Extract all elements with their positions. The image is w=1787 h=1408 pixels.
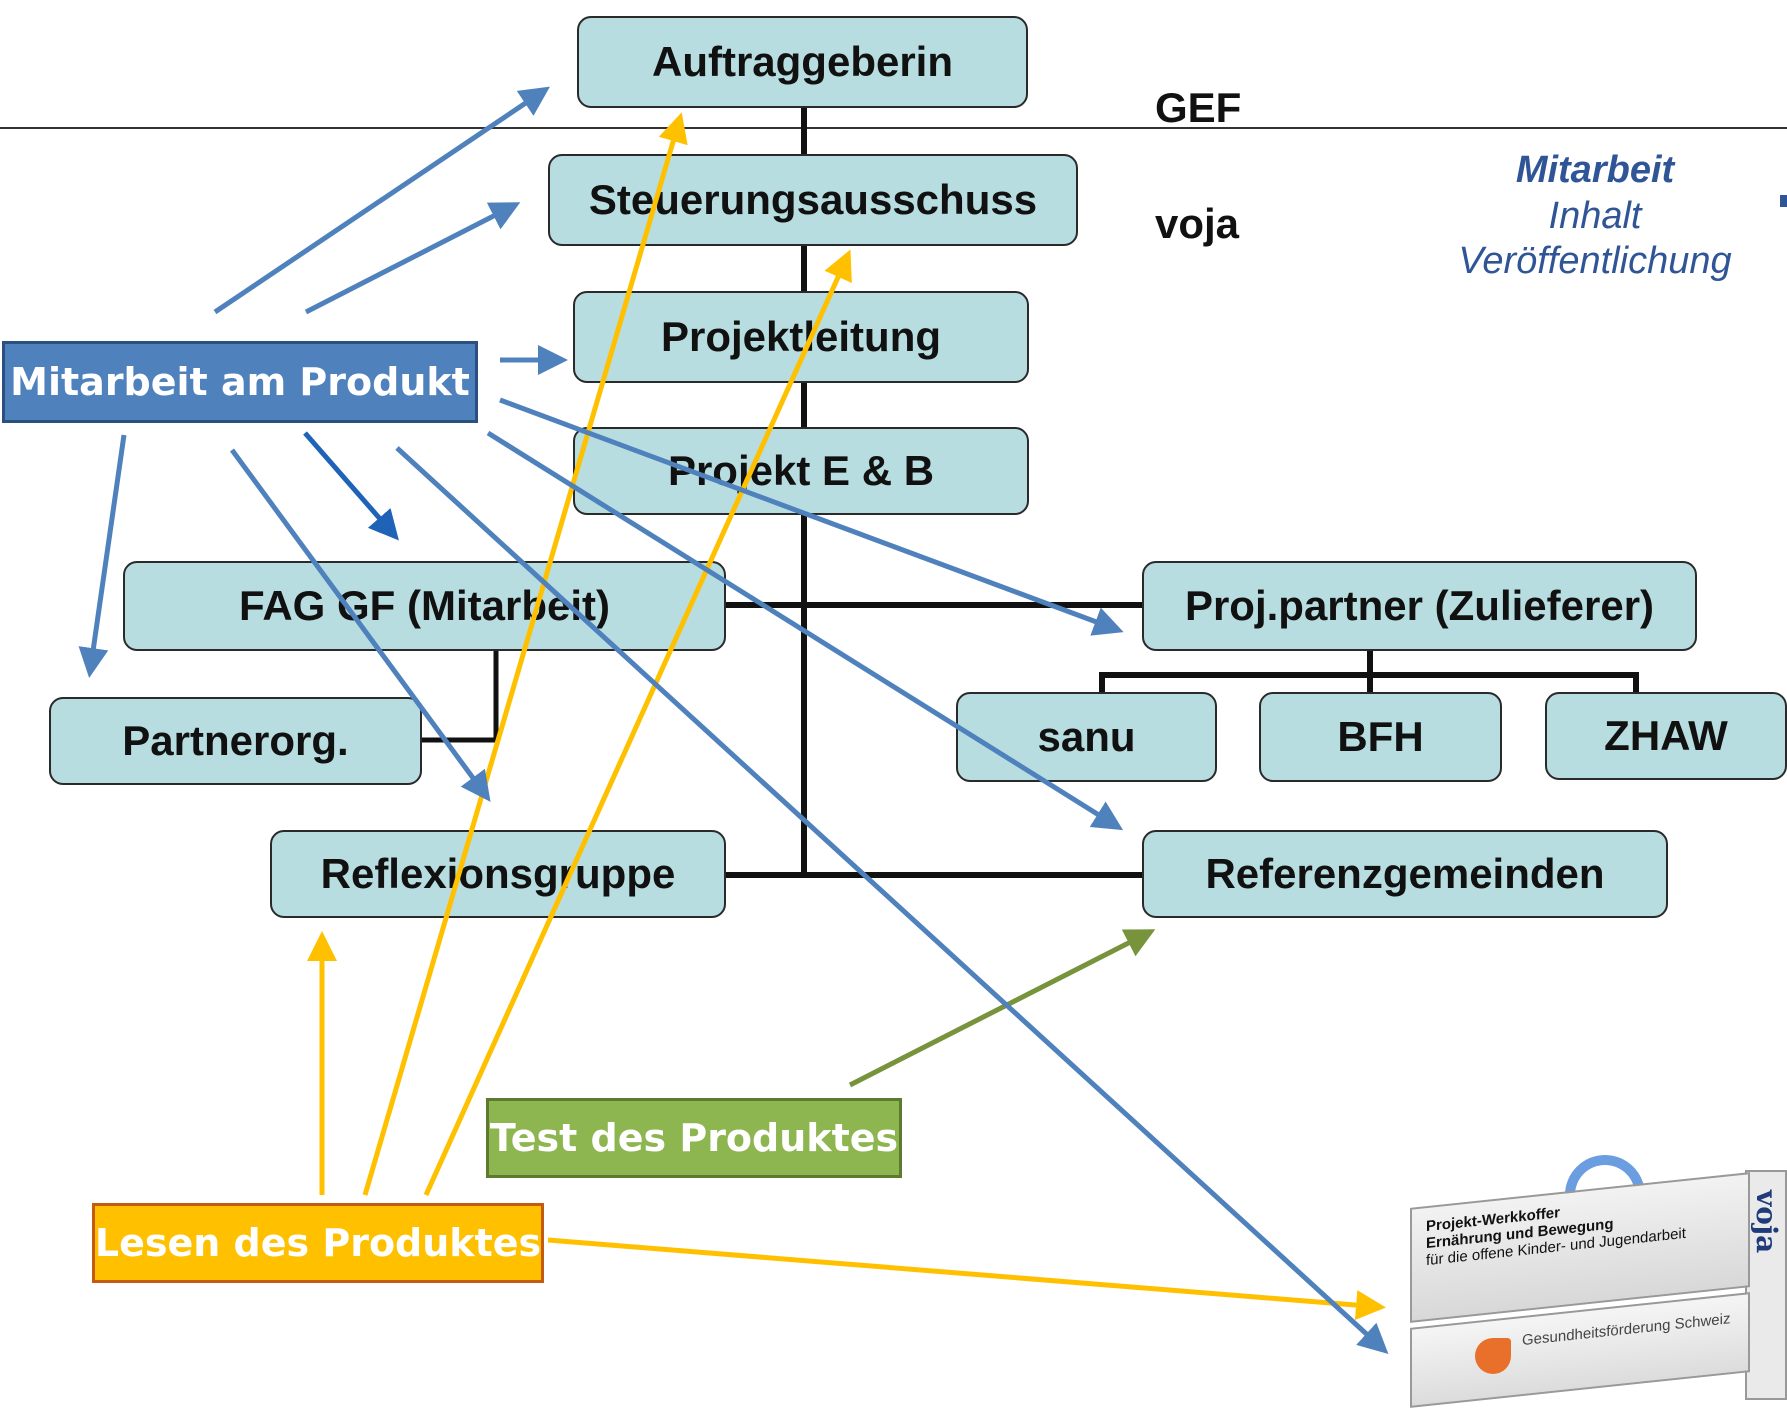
box-steuerungsausschuss: Steuerungsausschuss — [548, 154, 1078, 246]
box-auftraggeberin: Auftraggeberin — [577, 16, 1028, 108]
werkkoffer-image: voja Projekt-Werkkoffer Ernährung und Be… — [1405, 1150, 1787, 1408]
tag-lesen-des-produktes: Lesen des Produktes — [92, 1203, 544, 1283]
box-sanu: sanu — [956, 692, 1217, 782]
label-gef: GEF — [1155, 84, 1242, 131]
box-bfh: BFH — [1259, 692, 1502, 782]
suitcase-brand: voja — [1750, 1190, 1783, 1254]
suitcase-logo-text: Gesundheitsförderung Schweiz — [1522, 1310, 1731, 1350]
box-projekt-eb: Projekt E & B — [573, 427, 1029, 515]
box-fag-gf: FAG GF (Mitarbeit) — [123, 561, 726, 651]
gesundheitsfoerderung-logo-icon — [1475, 1338, 1511, 1374]
box-zhaw: ZHAW — [1545, 692, 1787, 780]
legend-edge-mark — [1780, 195, 1787, 207]
legend-mitarbeit: Mitarbeit — [1515, 149, 1675, 191]
box-projpartner: Proj.partner (Zulieferer) — [1142, 561, 1697, 651]
box-reflexionsgruppe: Reflexionsgruppe — [270, 830, 726, 918]
tag-test-des-produktes: Test des Produktes — [486, 1098, 902, 1178]
tag-mitarbeit-am-produkt: Mitarbeit am Produkt — [2, 341, 478, 423]
suitcase-handle — [1565, 1155, 1645, 1195]
box-partnerorg: Partnerorg. — [49, 697, 422, 785]
box-projektleitung: Projektleitung — [573, 291, 1029, 383]
legend-inhalt: Inhalt — [1548, 194, 1642, 237]
legend-block: Mitarbeit Inhalt Veröffentlichung — [1430, 148, 1760, 285]
label-voja: voja — [1155, 200, 1240, 247]
legend-veroeffentlichung: Veröffentlichung — [1458, 240, 1732, 283]
box-referenzgemeinden: Referenzgemeinden — [1142, 830, 1668, 918]
